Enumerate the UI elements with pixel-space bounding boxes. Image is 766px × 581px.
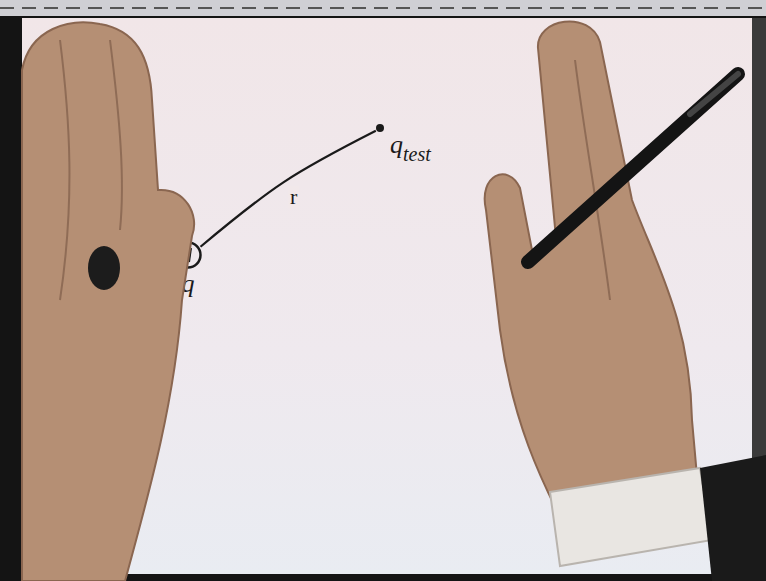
charge-symbol: q bbox=[390, 132, 403, 158]
hatch-mark bbox=[189, 248, 191, 262]
right-hand bbox=[485, 21, 700, 540]
charge-label-group: qtest bbox=[390, 132, 510, 164]
top-strip bbox=[0, 0, 766, 16]
shirt-cuff bbox=[550, 468, 712, 566]
sleeve bbox=[700, 455, 766, 581]
charge-outline bbox=[174, 241, 202, 269]
distance-line bbox=[201, 131, 376, 247]
hatch-mark bbox=[182, 249, 184, 261]
source-charge: q bbox=[174, 241, 202, 269]
charge-outline bbox=[376, 124, 384, 132]
left-finger-crease bbox=[110, 40, 122, 230]
left-hand bbox=[22, 22, 194, 581]
pen bbox=[528, 74, 738, 262]
ring bbox=[88, 246, 120, 290]
charge-label-group: q bbox=[174, 271, 202, 297]
test-charge: qtest bbox=[376, 124, 384, 132]
right-finger-crease bbox=[575, 60, 610, 300]
pen-clip bbox=[690, 74, 738, 114]
left-finger-crease bbox=[60, 40, 69, 300]
dashed-edge bbox=[0, 7, 766, 9]
right-edge bbox=[752, 18, 766, 581]
paper-sheet bbox=[22, 18, 752, 574]
charge-symbol: q bbox=[182, 271, 195, 297]
charge-circle bbox=[176, 243, 201, 268]
subscript-label: test bbox=[403, 144, 431, 164]
charge-dot bbox=[376, 124, 384, 132]
distance-label: r bbox=[288, 186, 299, 208]
